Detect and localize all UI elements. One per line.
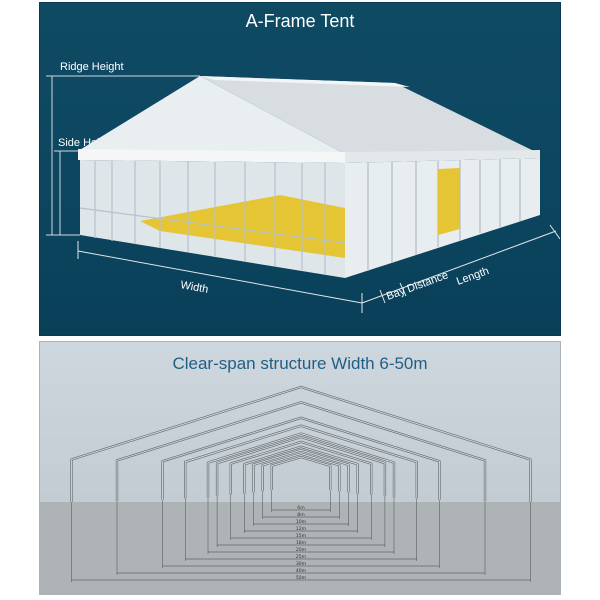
frame-highlight-18m [216, 436, 386, 496]
width-label-50m: 50m [296, 575, 307, 581]
frame-highlight-20m [207, 433, 395, 498]
roof-gable-front [78, 76, 345, 154]
frame-highlight-50m [71, 386, 531, 502]
bay-distance-label: Bay Distance [385, 269, 450, 302]
bay-tick-left [379, 289, 386, 304]
bay-tick-right [399, 282, 407, 297]
frame-highlight-6m [271, 456, 331, 490]
tent-title: A-Frame Tent [245, 11, 355, 31]
eave-side [345, 150, 540, 163]
width-label-12m: 12m [296, 526, 307, 532]
tent-illustration-panel: A-Frame Tent Ridge Height Side Height [39, 2, 561, 336]
length-tick [549, 224, 560, 240]
tent-drawing: Ridge Height Side Height [46, 61, 560, 313]
width-line [77, 250, 363, 304]
frame-highlight-40m [116, 401, 486, 501]
width-label: Width [179, 279, 209, 296]
width-label-10m: 10m [296, 519, 307, 525]
length-label: Length [455, 265, 491, 288]
ridge-line [200, 76, 410, 87]
frame-50m [70, 385, 532, 502]
clear-span-title: Clear-span structure Width 6-50m [172, 354, 428, 373]
frame-highlight-10m [253, 449, 349, 493]
width-label-18m: 18m [296, 540, 307, 546]
front-panels [79, 161, 346, 274]
frame-30m [161, 416, 441, 500]
ridge-height-label: Ridge Height [60, 61, 124, 73]
frame-highlight-8m [262, 453, 340, 492]
length-line [361, 230, 557, 304]
width-label-25m: 25m [296, 554, 307, 560]
frame-6m [270, 455, 332, 490]
frame-highlight-30m [162, 417, 440, 500]
roof-surface [200, 76, 540, 154]
frames [70, 385, 532, 502]
frame-highlight-12m [243, 446, 359, 494]
width-label-6m: 6m [297, 505, 305, 511]
width-label-8m: 8m [297, 512, 305, 518]
width-label-30m: 30m [296, 561, 307, 567]
eave-front [78, 149, 345, 163]
width-label-20m: 20m [296, 547, 307, 553]
side-floor-bay [438, 168, 460, 235]
frame-highlight-25m [184, 425, 418, 499]
width-label-15m: 15m [296, 533, 307, 539]
width-label-40m: 40m [296, 568, 307, 574]
floor [140, 195, 345, 258]
frame-highlight-15m [230, 441, 372, 495]
ground [40, 502, 560, 594]
